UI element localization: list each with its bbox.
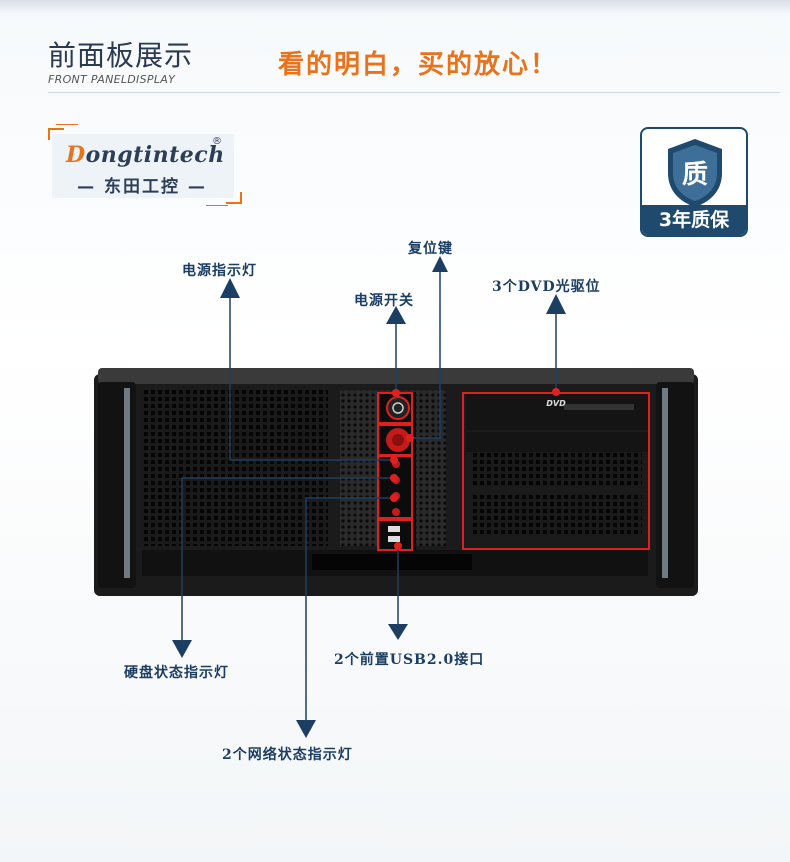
led-highlight [377, 455, 413, 519]
label-power-led: 电源指示灯 [182, 263, 257, 279]
label-net-led: 2个网络状态指示灯 [222, 747, 353, 763]
dvd-highlight [462, 392, 650, 550]
label-reset: 复位键 [408, 241, 453, 257]
shield-char: 质 [682, 160, 708, 190]
callout-dot [390, 456, 398, 464]
arrow-up-icon [386, 306, 406, 324]
brand-name-first-letter: D [66, 142, 86, 168]
callout-dot [394, 542, 402, 550]
slogan: 看的明白，买的放心！ [278, 50, 559, 80]
brand-name: Dongtintech [66, 142, 225, 168]
title-divider [48, 92, 780, 93]
warranty-label: 3年质保 [642, 205, 746, 235]
brand-name-cn: — 东田工控 — [77, 177, 207, 197]
callout-dot [390, 474, 398, 482]
logo-line-decoration [56, 124, 78, 125]
callout-dot [390, 494, 398, 502]
registered-mark: ® [212, 136, 222, 147]
brand-logo [52, 134, 234, 198]
reset-line [410, 262, 441, 439]
arrow-up-icon [220, 278, 240, 298]
logo-line-decoration [206, 205, 228, 206]
arrow-down-icon [172, 640, 192, 658]
chassis-front-panel: DVD [94, 368, 698, 596]
logo-corner-decoration [48, 128, 64, 140]
callout-dot [392, 389, 400, 397]
page-title: 前面板展示 [48, 39, 194, 72]
arrow-up-icon [432, 256, 448, 272]
top-bar [0, 0, 790, 14]
label-dvd: 3个DVD光驱位 [492, 279, 601, 295]
dvd-logo: DVD [546, 399, 566, 408]
power-switch-highlight [377, 392, 413, 424]
label-hdd-led: 硬盘状态指示灯 [124, 665, 229, 681]
callout-dot [406, 434, 414, 442]
label-usb: 2个前置USB2.0接口 [334, 652, 485, 668]
net-led-line [305, 497, 394, 724]
page-subtitle: FRONT PANELDISPLAY [48, 73, 176, 86]
usb-highlight [377, 519, 413, 551]
shield-icon: 质 [668, 139, 722, 207]
arrow-down-icon [296, 720, 316, 738]
hdd-led-line [181, 477, 394, 642]
callout-dot [552, 388, 560, 396]
label-power-switch: 电源开关 [354, 293, 414, 309]
logo-corner-decoration [226, 192, 242, 204]
brand-name-rest: ongtintech [85, 142, 225, 168]
warranty-badge: 质 3年质保 [640, 127, 748, 237]
arrow-up-icon [546, 294, 566, 314]
arrow-down-icon [388, 624, 408, 640]
power-led-line [229, 296, 394, 461]
